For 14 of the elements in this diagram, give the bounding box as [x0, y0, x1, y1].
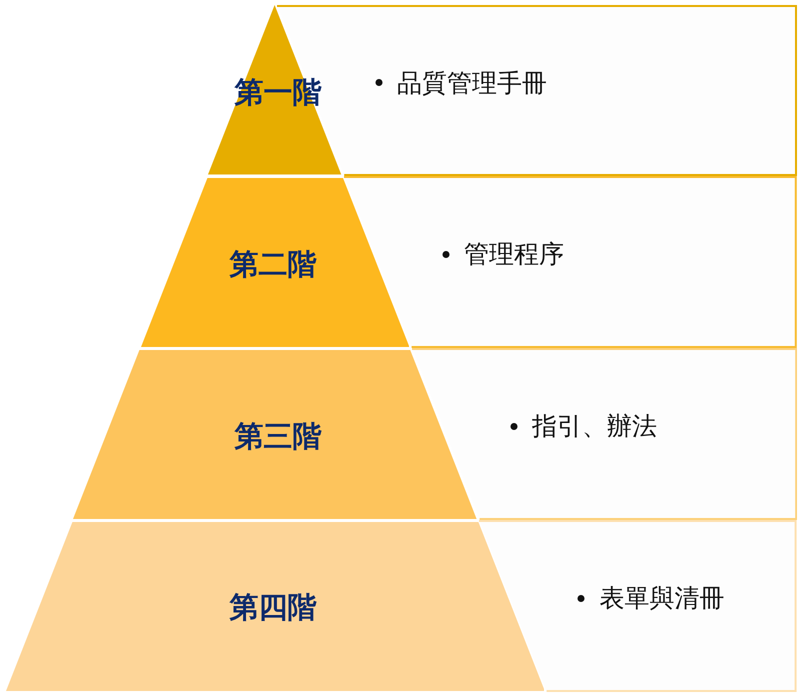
text-panel: [479, 520, 797, 692]
list-item: 表單與清冊: [599, 582, 724, 614]
pyramid-tier: [140, 178, 410, 346]
list-item: 管理程序: [464, 238, 564, 270]
list-item: 指引、辦法: [532, 410, 657, 442]
tier-label: 第三階: [234, 418, 322, 455]
pyramid-triangle: [208, 5, 342, 174]
text-panel: [344, 176, 797, 348]
tier-label: 第四階: [229, 589, 316, 626]
pyramid-tier: [73, 350, 477, 518]
pyramid-tier: [6, 522, 544, 690]
tier-label: 第二階: [229, 246, 316, 283]
text-panel: [412, 348, 797, 520]
list-item: 品質管理手冊: [397, 67, 547, 99]
